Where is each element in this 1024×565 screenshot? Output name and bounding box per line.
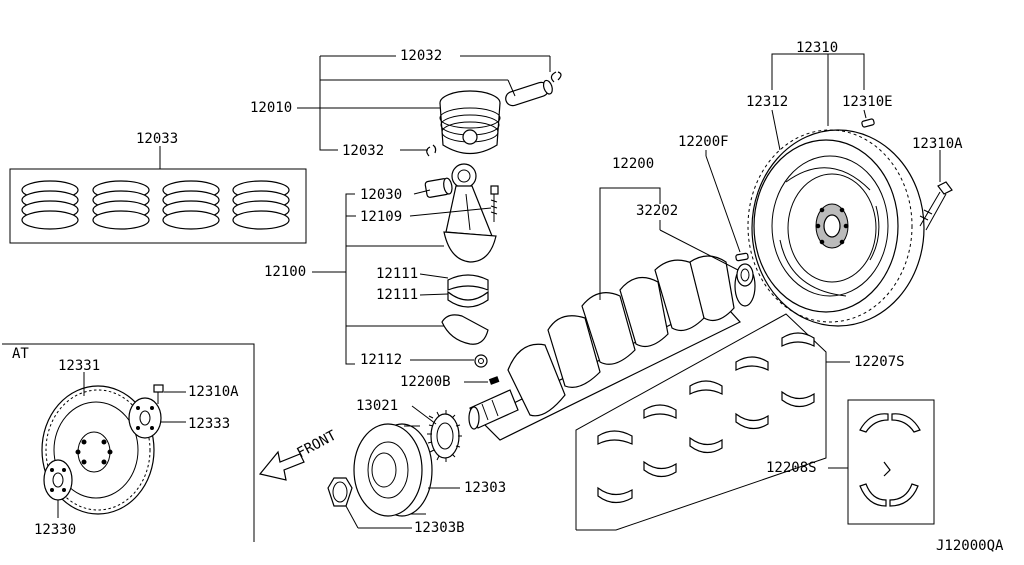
- callout-12310: 12310: [796, 40, 838, 56]
- diagram-code: J12000QA: [936, 538, 1004, 554]
- main-bearing-set[interactable]: [575, 313, 827, 531]
- at-label: AT: [12, 346, 29, 362]
- front-arrow-icon: [258, 450, 305, 481]
- snap-ring-bottom[interactable]: [426, 144, 437, 157]
- callout-12333: 12333: [188, 416, 230, 432]
- reinforcement-plate[interactable]: [128, 397, 162, 439]
- dowel-pin[interactable]: [735, 252, 749, 262]
- connecting-rod[interactable]: [443, 163, 497, 263]
- callout-12303: 12303: [464, 480, 506, 496]
- thrust-washer-set[interactable]: [847, 399, 935, 525]
- callout-12200: 12200: [612, 156, 654, 172]
- drive-plate-bolt[interactable]: [153, 384, 164, 404]
- pilot-bushing[interactable]: [736, 263, 754, 287]
- callout-12111-b: 12111: [376, 287, 418, 303]
- callout-12032-top: 12032: [400, 48, 442, 64]
- callout-12100: 12100: [264, 264, 306, 280]
- crank-key[interactable]: [488, 376, 500, 385]
- callout-12310E: 12310E: [842, 94, 893, 110]
- callout-12310A: 12310A: [912, 136, 963, 152]
- crank-pulley[interactable]: [353, 423, 433, 517]
- callout-12303B: 12303B: [414, 520, 465, 536]
- drive-plate-adapter[interactable]: [43, 459, 73, 501]
- callout-12330: 12330: [34, 522, 76, 538]
- callout-32202: 32202: [636, 203, 678, 219]
- callout-12032-bottom: 12032: [342, 143, 384, 159]
- callout-12030: 12030: [360, 187, 402, 203]
- piston[interactable]: [439, 90, 501, 155]
- rod-bearing-upper[interactable]: [447, 274, 489, 291]
- piston-pin[interactable]: [504, 79, 554, 107]
- callout-12310A-at: 12310A: [188, 384, 239, 400]
- flywheel-bolt[interactable]: [919, 181, 953, 231]
- callout-12208S: 12208S: [766, 460, 817, 476]
- callout-12200B: 12200B: [400, 374, 451, 390]
- callout-12207S: 12207S: [854, 354, 905, 370]
- front-label: FRONT: [294, 427, 339, 461]
- rod-bushing[interactable]: [424, 177, 453, 198]
- callout-12010: 12010: [250, 100, 292, 116]
- rod-nut[interactable]: [474, 354, 488, 368]
- callout-12112: 12112: [360, 352, 402, 368]
- callout-13021: 13021: [356, 398, 398, 414]
- snap-ring-top[interactable]: [550, 71, 562, 83]
- pulley-bolt[interactable]: [327, 477, 353, 507]
- flywheel[interactable]: [747, 129, 925, 327]
- callout-12109: 12109: [360, 209, 402, 225]
- callout-12312: 12312: [746, 94, 788, 110]
- callout-12033: 12033: [136, 131, 178, 147]
- callout-12111-a: 12111: [376, 266, 418, 282]
- crankshaft[interactable]: [468, 255, 756, 441]
- crank-sprocket[interactable]: [427, 410, 462, 462]
- callout-12331: 12331: [58, 358, 100, 374]
- flywheel-dowel[interactable]: [861, 118, 875, 128]
- rod-cap[interactable]: [441, 314, 489, 345]
- piston-ring-set[interactable]: [9, 146, 307, 244]
- rod-bolt[interactable]: [490, 185, 499, 222]
- at-section: [2, 343, 255, 542]
- rod-bearing-lower[interactable]: [447, 290, 489, 308]
- callout-12200F: 12200F: [678, 134, 729, 150]
